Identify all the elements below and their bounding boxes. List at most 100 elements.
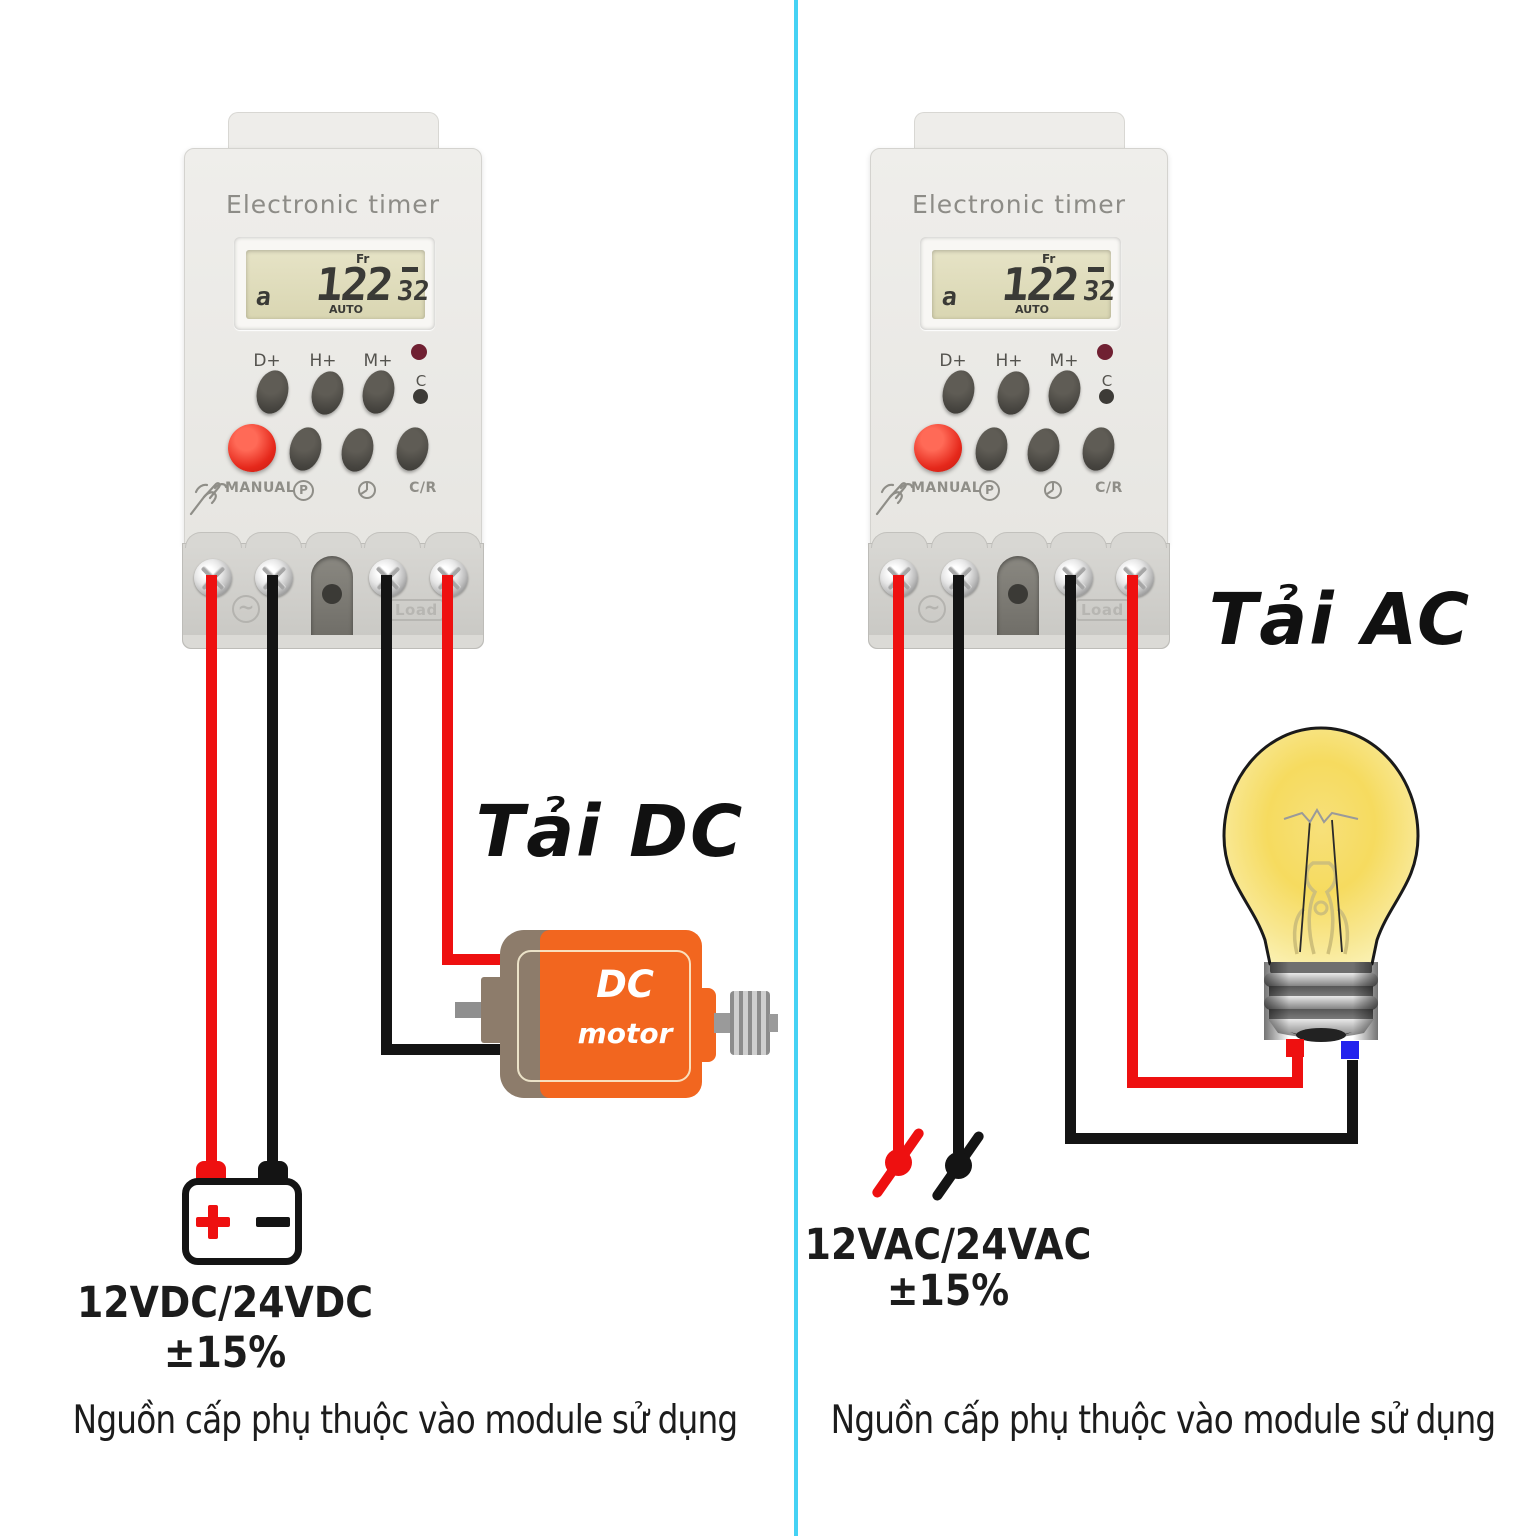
motor-right-shaft xyxy=(714,1013,732,1033)
d-plus-button xyxy=(252,366,293,418)
electronic-timer-right: Electronic timer a Fr 122 32 AUTO D+ H+ … xyxy=(868,112,1170,760)
wire-red-supply-live xyxy=(893,575,904,1150)
c-button-label: C xyxy=(415,372,427,390)
m-plus-button xyxy=(1044,366,1085,418)
manual-red-button xyxy=(914,424,962,472)
light-bulb xyxy=(1222,726,1420,1042)
lcd-screen: a Fr 122 32 AUTO xyxy=(932,250,1117,319)
timer-title: Electronic timer xyxy=(912,190,1126,219)
button-label-h-plus: H+ xyxy=(309,351,337,371)
program-button xyxy=(971,423,1012,475)
ac-source-icon: ~ xyxy=(232,595,260,623)
button-label-d-plus: D+ xyxy=(939,351,967,371)
wire-red-lamp xyxy=(1127,1077,1303,1088)
lamp-terminal-blue xyxy=(1341,1041,1359,1059)
manual-hand-icon xyxy=(875,482,914,516)
power-led xyxy=(411,344,427,360)
battery-negative-terminal xyxy=(258,1161,288,1183)
button-label-m-plus: M+ xyxy=(1049,351,1079,371)
red-wire-end-icon xyxy=(885,1149,912,1176)
program-p-icon: P xyxy=(979,480,1000,501)
lcd-bezel: a Fr 122 32 AUTO xyxy=(920,237,1121,330)
wire-black-lamp xyxy=(1065,575,1076,1144)
d-plus-button xyxy=(938,366,979,418)
cr-label: C/R xyxy=(1095,480,1123,496)
wire-black-supply-neutral xyxy=(953,575,964,1153)
motor-label-line1: DC xyxy=(596,963,654,1006)
bulb-screw-base xyxy=(1264,962,1378,1042)
h-plus-button xyxy=(307,367,348,419)
panel-divider xyxy=(794,0,798,1536)
wire-black-lamp xyxy=(1347,1060,1358,1144)
manual-hand-icon xyxy=(189,482,228,516)
lcd-bezel: a Fr 122 32 AUTO xyxy=(234,237,435,330)
lcd-mode-label: AUTO xyxy=(329,303,363,316)
ac-source-icon: ~ xyxy=(918,595,946,623)
program-p-icon: P xyxy=(293,480,314,501)
wire-black-load xyxy=(381,575,392,1055)
button-label-d-plus: D+ xyxy=(253,351,281,371)
wire-black-lamp xyxy=(1065,1133,1358,1144)
dc-tolerance-label: ±15% xyxy=(163,1328,287,1378)
lcd-screen: a Fr 122 32 AUTO xyxy=(246,250,431,319)
battery-positive-terminal xyxy=(196,1161,226,1183)
c-button xyxy=(413,389,428,404)
dc-motor: DC motor xyxy=(455,925,785,1105)
terminal-block: ~ Load xyxy=(182,532,484,649)
manual-label: MANUAL xyxy=(911,480,982,496)
dc-caption: Nguồn cấp phụ thuộc vào module sử dụng xyxy=(72,1398,739,1443)
motor-mount-tab xyxy=(481,977,503,1043)
ac-caption: Nguồn cấp phụ thuộc vào module sử dụng xyxy=(830,1398,1497,1443)
black-wire-end-icon xyxy=(945,1152,972,1179)
m-plus-button xyxy=(358,366,399,418)
c-button-label: C xyxy=(1101,372,1113,390)
wire-red-lamp xyxy=(1127,575,1138,1088)
terminal-block: ~ Load xyxy=(868,532,1170,649)
battery-minus-icon xyxy=(256,1217,290,1227)
ac-load-title: Tải AC xyxy=(1208,578,1472,661)
din-clip-cavity xyxy=(311,556,353,642)
cavity-hole xyxy=(1008,584,1028,604)
lcd-mode-label: AUTO xyxy=(1015,303,1049,316)
timer-face: Electronic timer a Fr 122 32 AUTO D+ H+ … xyxy=(184,148,482,545)
load-terminal-label: Load xyxy=(389,599,444,621)
lcd-dash-segment xyxy=(402,267,418,272)
timer-face: Electronic timer a Fr 122 32 AUTO D+ H+ … xyxy=(870,148,1168,545)
cavity-hole xyxy=(322,584,342,604)
button-label-h-plus: H+ xyxy=(995,351,1023,371)
clock-icon xyxy=(358,481,376,499)
motor-shaft-tip xyxy=(769,1014,778,1032)
clock-icon xyxy=(1044,481,1062,499)
terminal-scallops xyxy=(869,532,1169,548)
lcd-weekday-flag: Fr xyxy=(356,252,370,266)
manual-label: MANUAL xyxy=(225,480,296,496)
lcd-dash-segment xyxy=(1088,267,1104,272)
load-terminal-label: Load xyxy=(1075,599,1130,621)
motor-label-line2: motor xyxy=(577,1017,673,1050)
lcd-weekday-flag: Fr xyxy=(1042,252,1056,266)
c-button xyxy=(1099,389,1114,404)
electronic-timer-left: Electronic timer a Fr 122 32 AUTO D+ H+ … xyxy=(182,112,484,760)
wire-black-supply-negative xyxy=(267,575,278,1164)
motor-worm-gear xyxy=(730,991,770,1055)
bulb-glass xyxy=(1222,726,1420,966)
lamp-terminal-red xyxy=(1286,1039,1304,1057)
dc-supply-label: 12VDC/24VDC xyxy=(76,1278,374,1328)
din-clip-cavity xyxy=(997,556,1039,642)
clock-button xyxy=(337,424,378,476)
wire-red-load xyxy=(442,954,508,965)
cr-label: C/R xyxy=(409,480,437,496)
timer-title: Electronic timer xyxy=(226,190,440,219)
wire-red-load xyxy=(442,575,453,965)
clock-button xyxy=(1023,424,1064,476)
terminal-scallops xyxy=(183,532,483,548)
wire-red-supply-positive xyxy=(206,575,217,1167)
button-label-m-plus: M+ xyxy=(363,351,393,371)
motor-body xyxy=(540,930,702,1098)
battery-plus-icon xyxy=(208,1205,218,1239)
motor-right-boss xyxy=(700,988,716,1062)
cr-button xyxy=(1078,423,1119,475)
motor-left-shaft xyxy=(455,1002,485,1018)
h-plus-button xyxy=(993,367,1034,419)
program-button xyxy=(285,423,326,475)
